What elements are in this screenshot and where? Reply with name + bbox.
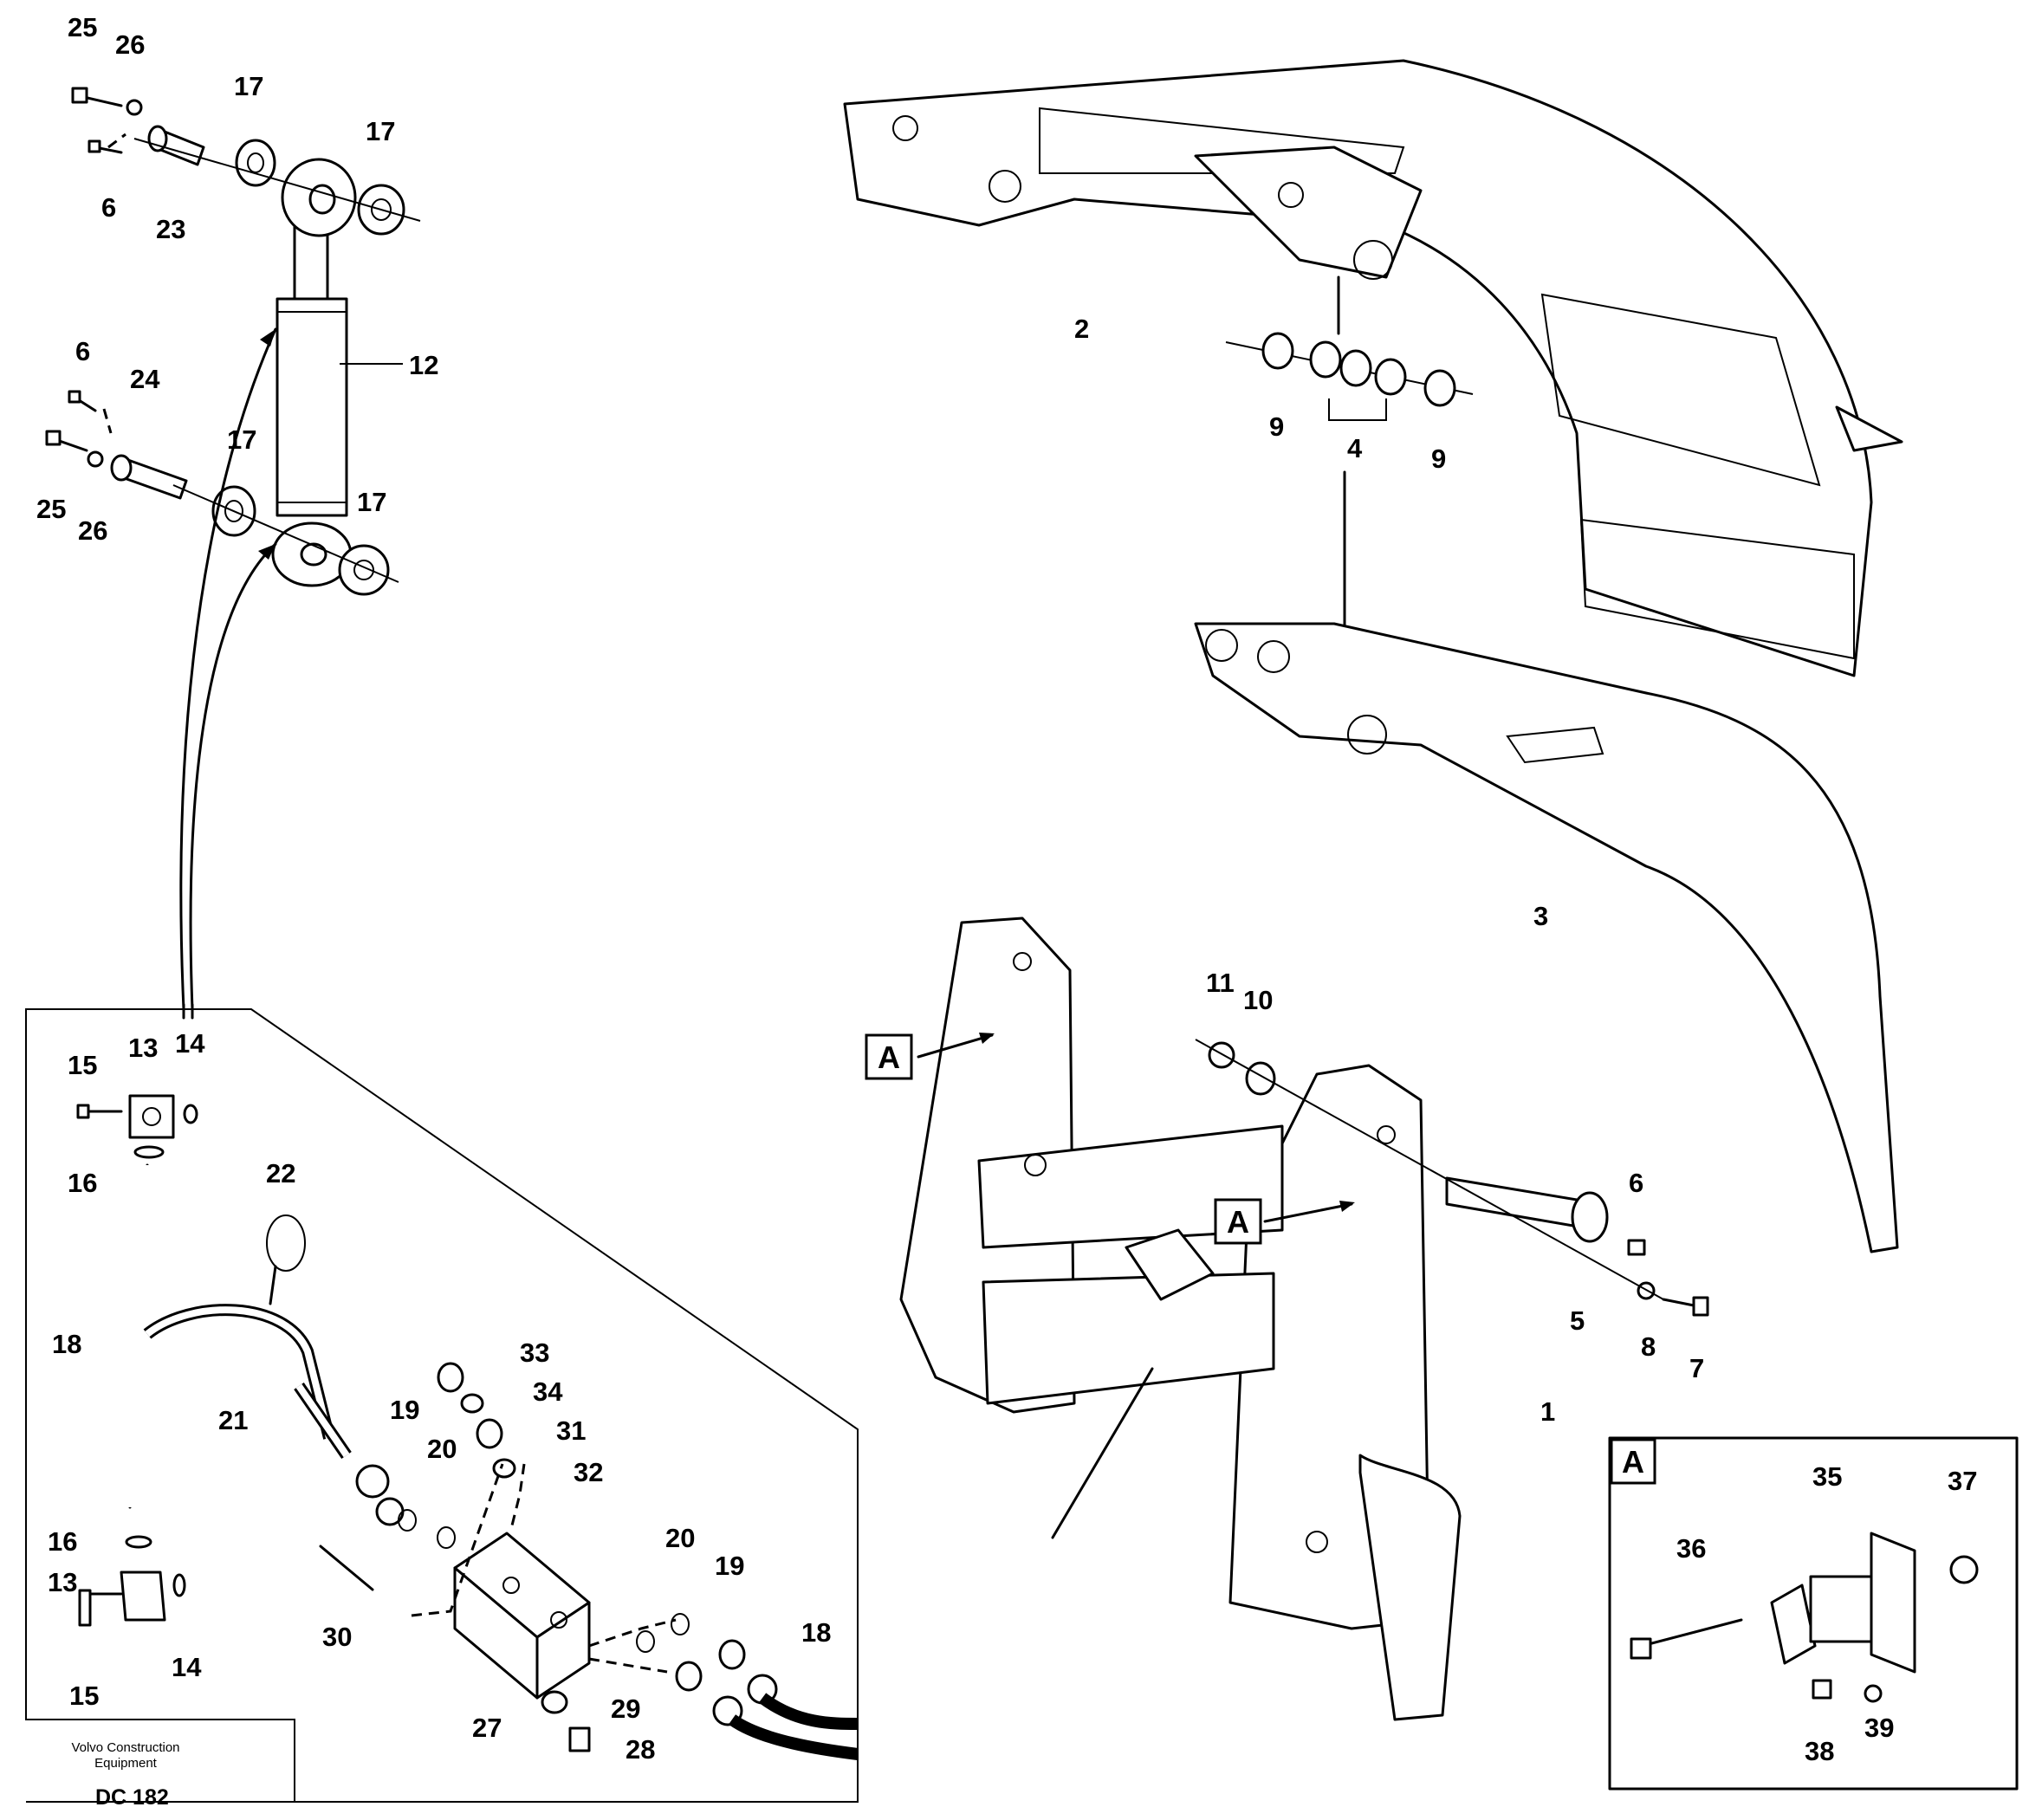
callout-23: 23: [156, 214, 185, 244]
detail-marker-a-2: A: [1227, 1204, 1249, 1240]
callout-26b: 26: [78, 515, 107, 546]
callout-17d: 17: [357, 487, 386, 517]
callout-20a: 20: [427, 1434, 457, 1464]
callout-32: 32: [574, 1457, 603, 1487]
callout-30: 30: [322, 1622, 352, 1652]
callout-38: 38: [1805, 1736, 1834, 1766]
callout-16a: 16: [68, 1168, 97, 1198]
callout-12: 12: [409, 350, 438, 380]
callout-6c: 6: [1629, 1168, 1643, 1198]
callout-6a: 6: [101, 192, 116, 223]
company-line-2: Equipment: [94, 1756, 158, 1771]
footer: Volvo Construction Equipment DC 182: [71, 1740, 179, 1810]
callout-27: 27: [472, 1713, 502, 1743]
lower-arm-3: [1194, 622, 1899, 1253]
callout-22: 22: [266, 1158, 295, 1189]
callout-16b: 16: [48, 1526, 77, 1557]
callout-14b: 14: [172, 1652, 202, 1682]
callout-17c: 17: [227, 424, 256, 455]
callout-2: 2: [1074, 314, 1089, 344]
callout-24: 24: [130, 364, 160, 394]
detail-markers: A A A: [865, 1033, 1656, 1485]
callout-25a: 25: [68, 12, 97, 42]
callout-18a: 18: [52, 1329, 81, 1359]
callout-9b: 9: [1431, 444, 1446, 474]
callout-17b: 17: [366, 116, 395, 146]
callout-17a: 17: [234, 71, 263, 101]
callout-19a: 19: [390, 1395, 419, 1425]
callout-35: 35: [1812, 1461, 1842, 1492]
callout-29: 29: [611, 1694, 640, 1724]
callout-26a: 26: [115, 29, 145, 60]
upper-arm-2: [843, 59, 1903, 677]
detail-marker-a-1: A: [878, 1040, 900, 1075]
callout-28: 28: [626, 1734, 655, 1765]
callout-5: 5: [1570, 1305, 1585, 1336]
callout-6b: 6: [75, 336, 90, 366]
callout-34: 34: [533, 1376, 563, 1407]
detail-a-box: [1608, 1436, 2019, 1791]
callout-31: 31: [556, 1415, 586, 1446]
callout-7: 7: [1689, 1353, 1704, 1383]
valve-detail-panel: [25, 1008, 859, 1803]
pin-set: [1225, 275, 1474, 702]
callout-14a: 14: [175, 1028, 205, 1059]
callout-11: 11: [1206, 968, 1235, 998]
callout-25b: 25: [36, 494, 66, 524]
callout-13a: 13: [128, 1033, 158, 1063]
callout-19b: 19: [715, 1551, 744, 1581]
callout-36: 36: [1676, 1533, 1706, 1564]
callout-9a: 9: [1269, 411, 1284, 442]
callout-18b: 18: [801, 1617, 831, 1648]
callout-33: 33: [520, 1337, 549, 1368]
callout-labels: 1 2 3 4 5 6 6 6 7 8 9 9 10 11 12 13 13 1…: [36, 12, 1977, 1766]
frame-1: [899, 916, 1709, 1721]
callout-8: 8: [1641, 1331, 1656, 1362]
callout-20b: 20: [665, 1523, 695, 1553]
callout-10: 10: [1243, 985, 1273, 1015]
drawing-code: DC 182: [95, 1785, 169, 1810]
company-line-1: Volvo Construction: [71, 1740, 179, 1755]
callout-39: 39: [1864, 1713, 1894, 1743]
callout-4: 4: [1347, 433, 1363, 463]
callout-13b: 13: [48, 1567, 77, 1597]
hydraulic-cylinder: [45, 87, 421, 596]
detail-marker-a-box: A: [1622, 1444, 1644, 1480]
callout-15b: 15: [69, 1681, 99, 1711]
callout-1: 1: [1540, 1396, 1555, 1427]
callout-37: 37: [1948, 1466, 1977, 1496]
callout-15a: 15: [68, 1050, 97, 1080]
callout-21: 21: [218, 1405, 248, 1435]
hydraulic-hoses: [179, 327, 277, 1020]
callout-3: 3: [1533, 901, 1548, 931]
